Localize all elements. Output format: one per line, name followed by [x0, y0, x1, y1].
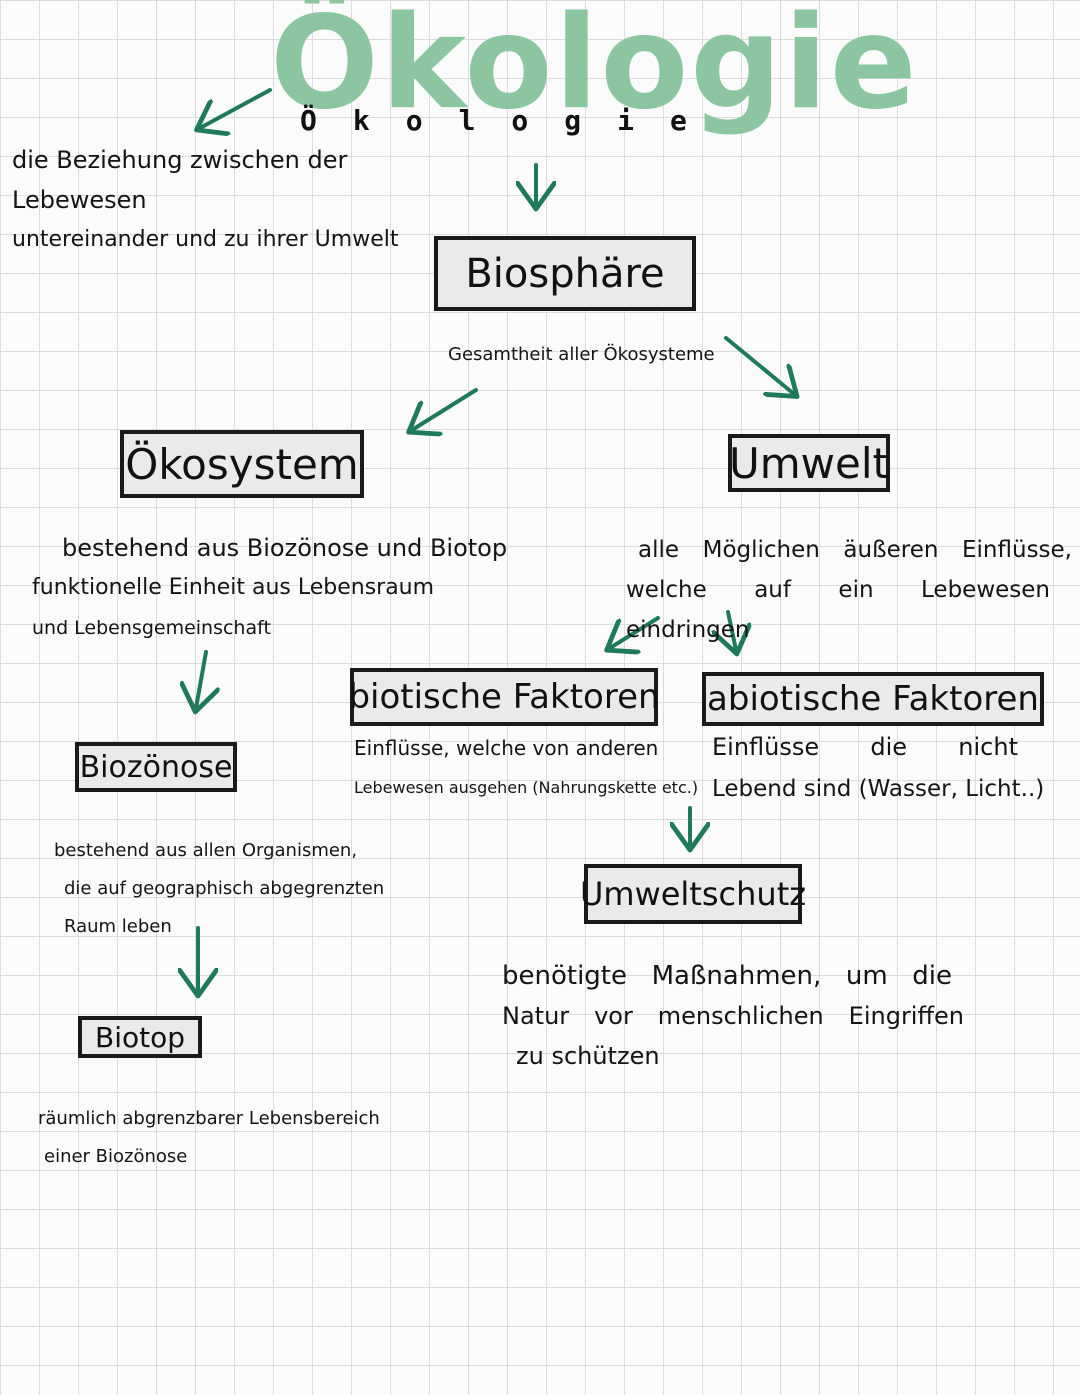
umwelt-description: alle Möglichen äußeren Einflüsse, welche… [626, 530, 1072, 650]
umweltschutz-line-2: Natur vor menschlichen Eingriffen [502, 1002, 964, 1030]
biozoenose-line-3: Raum leben [64, 916, 172, 937]
biozoenose-line-1: bestehend aus allen Organismen, [54, 840, 358, 861]
umweltschutz-description: benötigte Maßnahmen, um die Natur vor me… [502, 956, 972, 1076]
biozoenose-description: bestehend aus allen Organismen, die auf … [54, 832, 394, 946]
definition-line-2: untereinander und zu ihrer Umwelt [12, 227, 399, 252]
umweltschutz-line-1: benötigte Maßnahmen, um die [502, 961, 952, 991]
biosphaere-description: Gesamtheit aller Ökosysteme [448, 344, 715, 365]
biozoenose-box: Biozönose [75, 742, 237, 792]
biotop-label: Biotop [94, 1020, 185, 1054]
oekosystem-line-2: funktionelle Einheit aus Lebensraum [32, 575, 435, 600]
arrow-biosphaere-to-oekosystem [412, 388, 478, 430]
main-title: Ökologie [270, 0, 919, 138]
umwelt-label: Umwelt [729, 438, 889, 488]
abiotische-faktoren-box: abiotische Faktoren [702, 672, 1044, 726]
biotische-faktoren-description: Einflüsse, welche von anderen Lebewesen … [354, 728, 704, 808]
abiotische-line-2: Lebend sind (Wasser, Licht..) [712, 776, 1045, 802]
umweltschutz-box: Umweltschutz [580, 864, 806, 924]
biotische-line-2: Lebewesen ausgehen (Nahrungskette etc.) [354, 778, 699, 797]
arrow-umwelt-to-abiotische [728, 610, 736, 650]
oekosystem-label: Ökosystem [125, 439, 359, 489]
biotische-faktoren-label: biotische Faktoren [348, 677, 660, 717]
oekosystem-box: Ökosystem [120, 430, 364, 498]
definition-line-1: die Beziehung zwischen der Lebewesen [12, 146, 348, 214]
definition-text: die Beziehung zwischen der Lebewesen unt… [12, 140, 452, 260]
biotop-box: Biotop [78, 1016, 202, 1058]
umwelt-line-1: alle Möglichen äußeren Einflüsse, [638, 537, 1072, 563]
biotische-line-1: Einflüsse, welche von anderen [354, 736, 659, 760]
arrow-title-to-definition [200, 88, 272, 128]
oekosystem-line-3: und Lebensgemeinschaft [32, 617, 271, 639]
arrow-oekosystem-to-biozoenose [196, 650, 206, 708]
umwelt-line-2: welche auf ein Lebewesen eindringen [626, 577, 1050, 643]
biotop-line-1: räumlich abgrenzbarer Lebensbereich [38, 1108, 380, 1129]
biozoenose-line-2: die auf geographisch abgegrenzten [64, 878, 385, 899]
biotop-line-2: einer Biozönose [44, 1146, 188, 1167]
biosphaere-label: Biosphäre [465, 250, 665, 297]
umwelt-box: Umwelt [728, 434, 890, 492]
abiotische-faktoren-label: abiotische Faktoren [707, 679, 1039, 719]
biosphaere-box: Biosphäre [434, 236, 696, 311]
umweltschutz-label: Umweltschutz [579, 875, 807, 913]
abiotische-line-1: Einflüsse die nicht [712, 733, 1018, 761]
oekosystem-description: bestehend aus Biozönose und Biotop funkt… [32, 528, 512, 648]
umweltschutz-line-3: zu schützen [516, 1042, 660, 1070]
biotische-faktoren-box: biotische Faktoren [348, 668, 660, 726]
biozoenose-label: Biozönose [79, 749, 233, 785]
abiotische-faktoren-description: Einflüsse die nicht Lebend sind (Wasser,… [712, 726, 1068, 810]
arrow-biosphaere-to-umwelt [724, 336, 794, 394]
arrow-umwelt-to-biotische [610, 616, 660, 648]
biotop-description: räumlich abgrenzbarer Lebensbereich eine… [38, 1100, 398, 1176]
oekosystem-line-1: bestehend aus Biozönose und Biotop [62, 534, 508, 562]
title-spaced-letters: Ökologie [300, 104, 723, 137]
